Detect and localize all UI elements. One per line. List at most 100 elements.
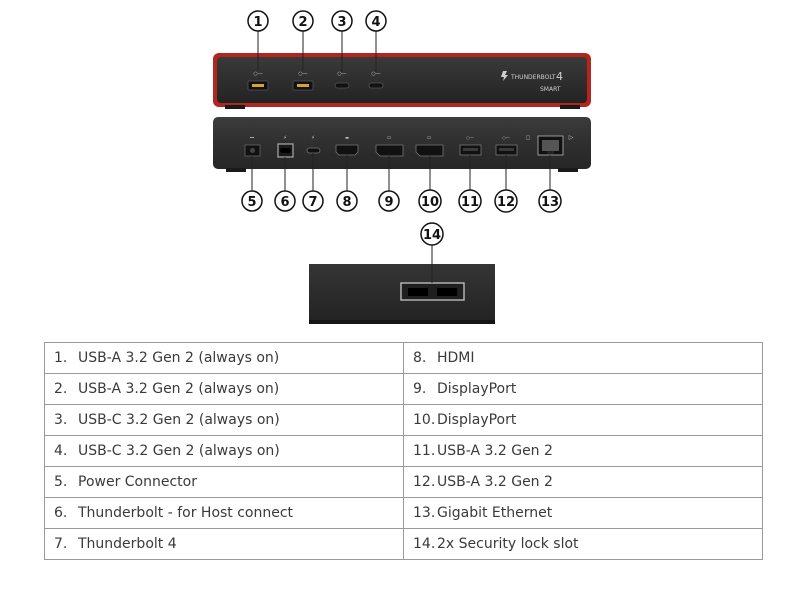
legend-number: 10. [413,412,436,428]
rear-displayport-9 [375,144,404,157]
displayport-glyph-icon: ▭ [427,135,432,141]
legend-number: 4. [54,443,68,459]
callout-marker: 2 [292,10,314,32]
rear-foot-right [558,168,578,172]
callout-number: 13 [541,195,559,210]
legend-cell-right: 10.DisplayPort [403,404,763,436]
legend-cell-right: 8. HDMI [403,342,763,374]
callout-marker: 14 [420,222,444,246]
callout-marker: 8 [336,190,358,212]
usb-glyph-icon: ○— [298,71,307,77]
legend-cell-right: 11.USB-A 3.2 Gen 2 [403,435,763,467]
legend-label: Thunderbolt - for Host connect [78,505,294,521]
legend-label: USB-C 3.2 Gen 2 (always on) [78,443,280,459]
legend-label: 2x Security lock slot [437,536,579,552]
legend-label: DisplayPort [437,412,517,428]
front-brand: THUNDERBOLT [510,74,556,81]
callout-number: 11 [461,195,479,210]
callout-number: 3 [337,15,346,30]
front-usb-c-port-4 [368,82,384,89]
legend-label: USB-C 3.2 Gen 2 (always on) [78,412,280,428]
security-lock-slot-left [408,288,428,296]
legend-label: USB-A 3.2 Gen 2 (always on) [78,381,280,397]
callout-marker: 7 [302,190,324,212]
legend-label: Thunderbolt 4 [78,536,177,552]
legend-cell-right: 14.2x Security lock slot [403,528,763,560]
rear-power-pin [250,148,255,153]
security-lock-slot-right [437,288,457,296]
table-row: 4. USB-C 3.2 Gen 2 (always on) 11.USB-A 3… [44,435,763,467]
side-base [309,320,495,324]
callout-marker: 5 [241,190,263,212]
callout-marker: 10 [418,189,442,213]
legend-number: 11. [413,443,436,459]
rear-usb-a-11-tongue [463,148,478,151]
legend-cell-right: 9.DisplayPort [403,373,763,405]
callout-lines [251,31,551,283]
callout-marker: 6 [274,190,296,212]
usb-glyph-icon: ○— [337,71,346,77]
front-usb-c-port-3 [334,82,350,89]
legend-cell-left: 1.USB-A 3.2 Gen 2 (always on) [44,342,404,374]
legend-number: 2. [54,381,68,397]
rear-thunderbolt-7 [306,147,321,154]
rear-hdmi-8 [335,144,359,156]
usb-glyph-icon: ○— [253,71,262,77]
dock-diagram: ○— ○— ○— ○— THUNDERBOLT 4 SMART [213,10,591,324]
callout-number: 9 [384,195,393,210]
legend-cell-left: 5.Power Connector [44,466,404,498]
legend-label: USB-A 3.2 Gen 2 (always on) [78,350,280,366]
legend-number: 8. [413,350,427,366]
callout-number: 8 [342,195,351,210]
rear-ethernet-13-clip [547,151,554,154]
legend-cell-left: 4. USB-C 3.2 Gen 2 (always on) [44,435,404,467]
front-usb-a-port-1-tongue [252,84,264,87]
rear-displayport-10 [415,144,444,157]
front-face [217,57,587,103]
usb-glyph-icon: ○— [371,71,380,77]
callout-marker: 13 [538,189,562,213]
callout-markers: 1 2 3 4 5 6 7 8 [241,10,562,246]
legend-cell-left: 2. USB-A 3.2 Gen 2 (always on) [44,373,404,405]
callout-number: 5 [247,195,256,210]
usb-glyph-icon: ○— [466,135,474,140]
legend-cell-left: 6. Thunderbolt - for Host connect [44,497,404,529]
front-foot-left [225,105,245,109]
legend-number: 9. [413,381,427,397]
table-row: 1.USB-A 3.2 Gen 2 (always on) 8. HDMI [44,342,763,374]
table-row: 5.Power Connector 12.USB-A 3.2 Gen 2 [44,466,763,498]
front-brand-number: 4 [556,70,563,83]
power-glyph-icon: ⎓ [250,135,254,141]
callout-number: 1 [253,15,262,30]
legend-cell-left: 3.USB-C 3.2 Gen 2 (always on) [44,404,404,436]
callout-number: 7 [308,195,317,210]
legend-cell-right: 12.USB-A 3.2 Gen 2 [403,466,763,498]
dock-side-panel [309,264,495,324]
legend-number: 13. [413,505,436,521]
callout-number: 6 [280,195,289,210]
front-foot-right [560,105,580,109]
legend-number: 6. [54,505,68,521]
legend-cell-left: 7.Thunderbolt 4 [44,528,404,560]
legend-number: 5. [54,474,68,490]
callout-number: 12 [497,195,515,210]
thunderbolt-glyph-icon: ⚡ [311,135,315,141]
callout-number: 4 [371,15,380,30]
callout-marker: 4 [365,10,387,32]
table-row: 2. USB-A 3.2 Gen 2 (always on) 9.DisplayP… [44,373,763,405]
dock-rear-panel: ⎓ ⚡ ⚡ ▬ ▭ ▭ ○— ○— □ ▷ [213,117,591,172]
callout-number: 14 [423,228,441,243]
callout-number: 2 [298,15,307,30]
dock-front-panel: ○— ○— ○— ○— THUNDERBOLT 4 SMART [213,53,591,109]
front-model: SMART [540,86,561,93]
rear-ethernet-13-jack [542,140,559,151]
table-row: 3.USB-C 3.2 Gen 2 (always on) 10.Display… [44,404,763,436]
legend-number: 12. [413,474,436,490]
callout-number: 10 [421,195,439,210]
callout-marker: 9 [378,190,400,212]
rear-usb-a-12-tongue [499,148,514,151]
displayport-glyph-icon: ▭ [387,135,392,141]
callout-marker: 12 [494,189,518,213]
rear-face [213,117,591,169]
legend-label: HDMI [437,350,475,366]
